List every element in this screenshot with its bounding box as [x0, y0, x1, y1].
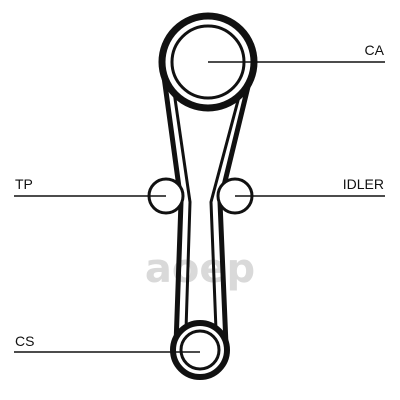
- watermark-logo: aoep: [145, 246, 255, 292]
- belt-inner: [170, 76, 246, 332]
- label-tp: TP: [15, 176, 33, 192]
- label-ca: CA: [365, 42, 385, 58]
- label-cs: CS: [15, 333, 34, 349]
- crankshaft-pulley-inner: [179, 329, 221, 371]
- label-idler: IDLER: [343, 176, 384, 192]
